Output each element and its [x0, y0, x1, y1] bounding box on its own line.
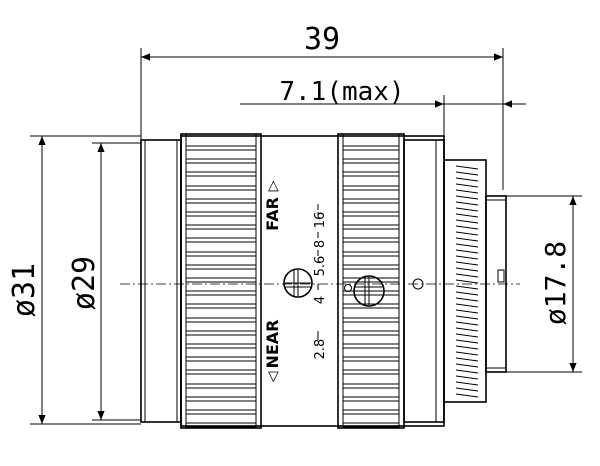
ring-diameter-label: ø29: [67, 256, 102, 310]
near-label: NEAR: [263, 319, 282, 368]
far-arrow-icon: ▷: [265, 180, 281, 191]
iris-value-5-6: 5.6: [313, 256, 328, 277]
thread-line: [455, 387, 479, 392]
thread-line: [455, 267, 479, 272]
mount-diameter-label: ø17.8: [539, 241, 572, 325]
thread-line: [455, 357, 479, 362]
thread-line: [455, 231, 479, 236]
thread-line: [455, 363, 479, 368]
thread-line: [455, 249, 479, 254]
focus-labels: FAR ▷ NEAR ◁: [263, 180, 282, 382]
thread-line: [455, 243, 479, 248]
thread-line: [455, 369, 479, 374]
thread-line: [455, 345, 479, 350]
focus-lock-screw-icon: [283, 268, 313, 298]
thread-line: [455, 255, 479, 260]
thread-line: [455, 177, 479, 182]
thread-line: [455, 303, 479, 308]
thread-line: [455, 195, 479, 200]
iris-value-2-8: 2.8: [313, 339, 328, 360]
thread-line: [455, 189, 479, 194]
thread-line: [455, 333, 479, 338]
dimension-overall-length: 39: [140, 22, 504, 190]
iris-value-8: 8: [313, 240, 328, 248]
thread-line: [455, 237, 479, 242]
focus-knurl-ring: [180, 133, 262, 429]
thread-line: [455, 261, 479, 266]
iris-lock-screw-icon: [353, 275, 385, 307]
rear-collar: [403, 139, 445, 423]
dimension-mount-diameter: ø17.8: [506, 195, 582, 373]
thread-line: [455, 219, 479, 224]
thread-line: [455, 207, 479, 212]
thread-line: [455, 339, 479, 344]
iris-scale: 2.8 4 5.6 8 16: [313, 204, 328, 359]
overall-length-label: 39: [304, 22, 340, 57]
thread-line: [455, 279, 479, 284]
thread-line: [455, 381, 479, 386]
far-label: FAR: [263, 197, 282, 231]
thread-line: [455, 273, 479, 278]
thread-line: [455, 375, 479, 380]
front-diameter-label: ø31: [7, 263, 42, 317]
thread-line: [455, 225, 479, 230]
thread-line: [455, 393, 479, 398]
thread-line: [455, 213, 479, 218]
near-arrow-icon: ◁: [265, 371, 281, 382]
index-mark-icon: [344, 278, 424, 292]
thread-line: [455, 171, 479, 176]
thread-line: [455, 327, 479, 332]
thread-line: [455, 315, 479, 320]
thread-line: [455, 165, 479, 170]
thread-line: [455, 321, 479, 326]
thread-line: [455, 291, 479, 296]
thread-line: [455, 309, 479, 314]
iris-value-16: 16: [313, 212, 328, 229]
dimension-ring-diameter: ø29: [67, 142, 141, 421]
iris-knurl-ring: [337, 133, 405, 429]
thread-line: [455, 351, 479, 356]
lens-body: [120, 133, 520, 429]
thread-line: [455, 285, 479, 290]
mount-thread: [443, 159, 507, 403]
back-protrusion-label: 7.1(max): [279, 77, 404, 107]
front-cap: [140, 139, 182, 423]
iris-value-4: 4: [313, 296, 328, 304]
thread-line: [455, 183, 479, 188]
dimension-front-diameter: ø31: [7, 135, 141, 425]
dimension-back-protrusion: 7.1(max): [240, 77, 526, 140]
thread-line: [455, 297, 479, 302]
thread-line: [455, 201, 479, 206]
